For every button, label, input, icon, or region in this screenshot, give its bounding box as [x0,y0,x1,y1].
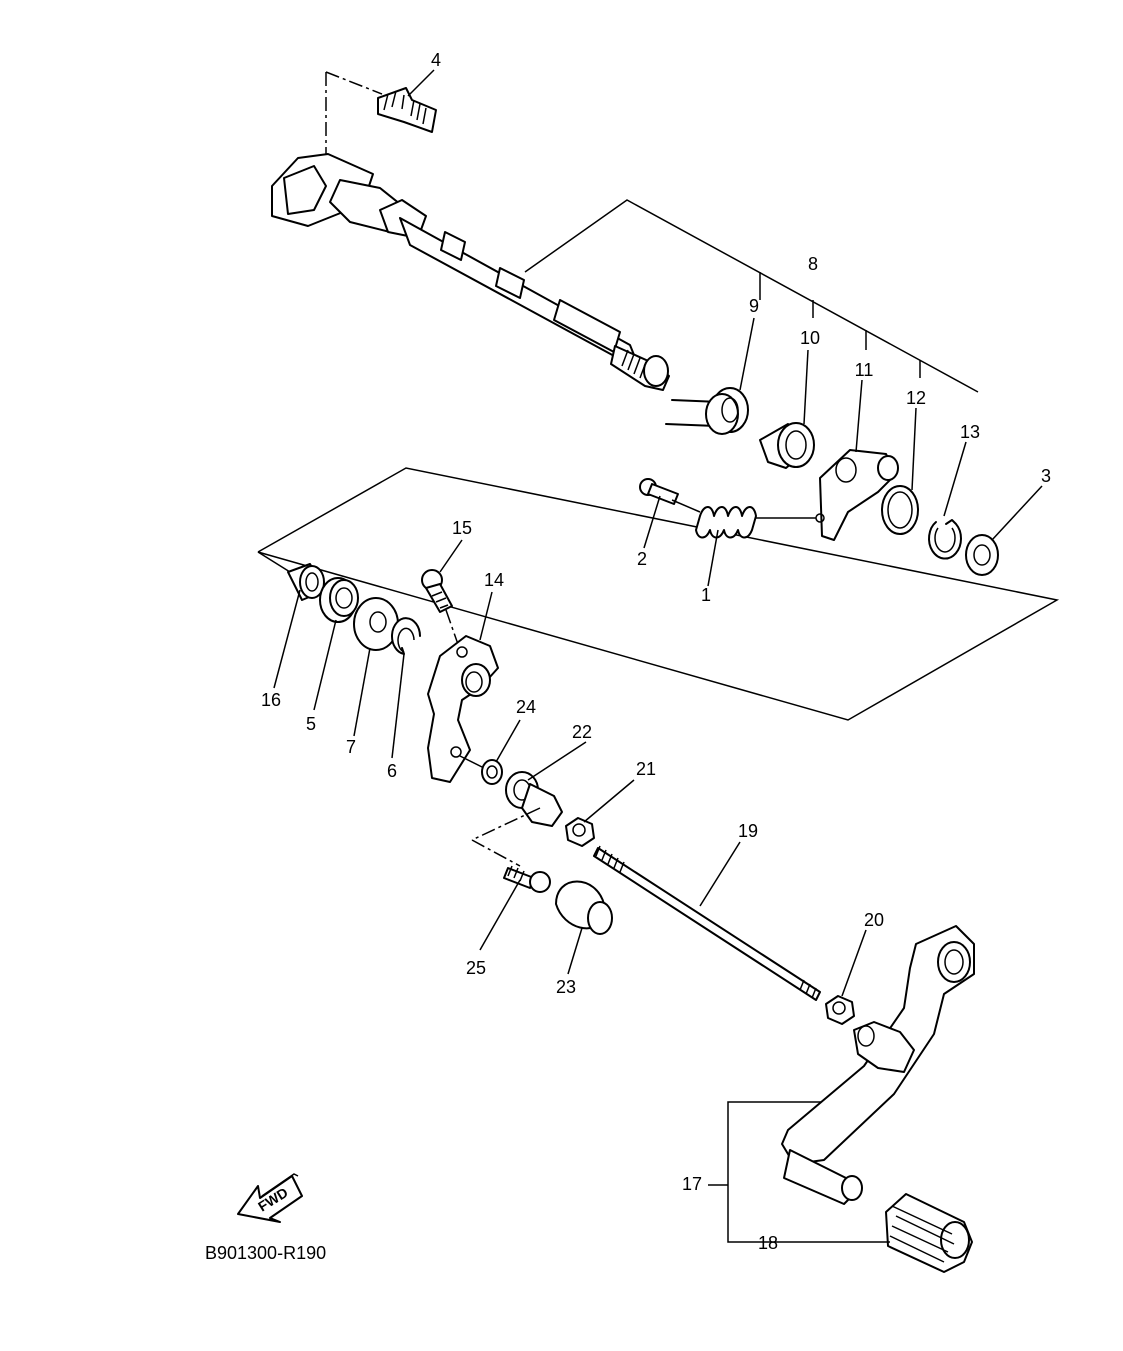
label-part-13: 13 [960,422,980,442]
label-part-2: 2 [637,549,647,569]
nut-part-21 [565,817,595,847]
label-part-15: 15 [452,518,472,538]
pedal-rubber-part-18 [885,1193,973,1273]
label-part-3: 3 [1041,466,1051,486]
label-part-23: 23 [556,977,576,997]
washer-part-12 [881,485,919,535]
nut-part-20 [825,995,855,1025]
label-part-9: 9 [749,296,759,316]
part-labels: 4 8 9 10 11 12 13 3 2 1 15 14 16 5 7 6 2… [261,50,1051,1253]
label-part-24: 24 [516,697,536,717]
circlip-part-13 [928,519,962,560]
label-part-20: 20 [864,910,884,930]
shift-shaft [271,153,670,391]
label-part-18: 18 [758,1233,778,1253]
label-part-4: 4 [431,50,441,70]
label-part-25: 25 [466,958,486,978]
diagram-code: B901300-R190 [205,1243,326,1263]
label-part-17: 17 [682,1174,702,1194]
collar-part-10 [759,422,815,469]
oil-seal-part-5 [319,577,359,623]
washer-part-3 [965,534,999,576]
needle-bearing-part-16 [287,563,327,601]
leader-lines [273,69,1043,997]
label-part-19: 19 [738,821,758,841]
return-spring-part-9 [665,387,749,435]
fwd-arrow-icon: FWD [237,1173,303,1223]
label-part-8: 8 [808,254,818,274]
bolt-part-25 [503,865,551,893]
rubber-boot-part-23 [555,880,613,935]
label-part-5: 5 [306,714,316,734]
collar-part-24 [481,759,503,785]
label-part-1: 1 [701,585,711,605]
label-part-12: 12 [906,388,926,408]
group-outline-pedal [708,1101,830,1243]
label-part-7: 7 [346,737,356,757]
label-part-16: 16 [261,690,281,710]
label-part-21: 21 [636,759,656,779]
label-part-10: 10 [800,328,820,348]
shift-pedal-part-17 [781,925,975,1205]
group-outline-lower-assembly [257,467,1060,721]
bolt-part-2 [639,478,701,513]
shift-rod-part-19 [593,845,821,1001]
washer-part-7 [353,597,399,651]
label-part-11: 11 [855,360,874,380]
bolt-part-15 [421,569,461,651]
shift-arm-part-14 [427,635,499,783]
label-part-14: 14 [484,570,504,590]
rod-end-part-22 [471,771,563,867]
shift-arm-part-11 [815,449,899,541]
label-part-6: 6 [387,761,397,781]
spring-part-1 [695,506,816,539]
circlip-part-6 [391,617,421,655]
group-outline-shaft-assembly [524,199,979,393]
label-part-22: 22 [572,722,592,742]
